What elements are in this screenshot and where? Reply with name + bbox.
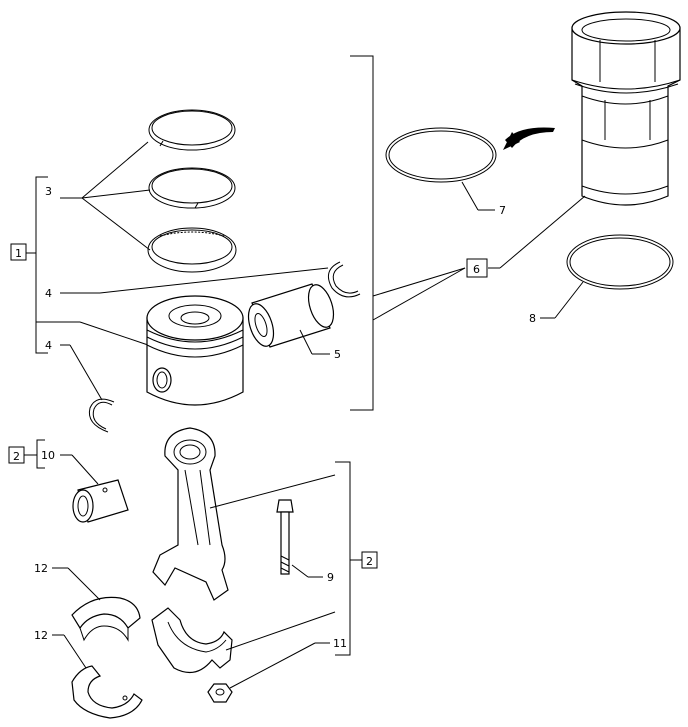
callout-9: 9 [327, 571, 334, 584]
callout-4a: 4 [45, 287, 52, 300]
piston-ring-oil [147, 227, 237, 273]
callout-3: 3 [45, 185, 52, 198]
callout-4b: 4 [45, 339, 52, 352]
callout-8: 8 [529, 312, 536, 325]
bearing-shell-upper [71, 596, 141, 642]
rod-bolt [276, 499, 294, 575]
callout-12b: 12 [34, 629, 48, 642]
connecting-rod [152, 427, 229, 601]
circlip-upper [327, 261, 361, 298]
bracket-group-1 [26, 176, 149, 354]
svg-text:2: 2 [366, 555, 373, 568]
boxed-ref-2-right: 2 [361, 551, 378, 569]
boxed-ref-1: 1 [10, 243, 27, 261]
callout-7: 7 [499, 204, 506, 217]
o-ring-7 [385, 127, 497, 183]
bracket-group-6 [350, 55, 374, 411]
o-ring-8 [566, 234, 674, 290]
boxed-ref-2-left: 2 [8, 446, 37, 464]
rod-nut [207, 683, 233, 703]
svg-text:1: 1 [15, 247, 22, 260]
callout-11: 11 [333, 637, 347, 650]
piston-pin [247, 283, 335, 348]
leader-lines [52, 141, 586, 689]
bearing-shell-lower [71, 665, 143, 719]
bracket-group-2-right [335, 461, 362, 656]
bracket-group-2-left [36, 439, 45, 469]
rod-cap [151, 607, 233, 674]
svg-text:2: 2 [13, 450, 20, 463]
circlip-lower [88, 398, 115, 433]
rotation-arrow-icon [503, 127, 555, 150]
piston-ring-top [148, 109, 236, 151]
piston [146, 295, 244, 406]
cylinder-liner [571, 11, 681, 206]
svg-text:6: 6 [473, 263, 480, 276]
callout-5: 5 [334, 348, 341, 361]
callout-12a: 12 [34, 562, 48, 575]
piston-ring-middle [148, 167, 236, 209]
callout-10: 10 [41, 449, 55, 462]
boxed-ref-6: 6 [466, 258, 488, 278]
small-end-bushing [72, 479, 129, 523]
